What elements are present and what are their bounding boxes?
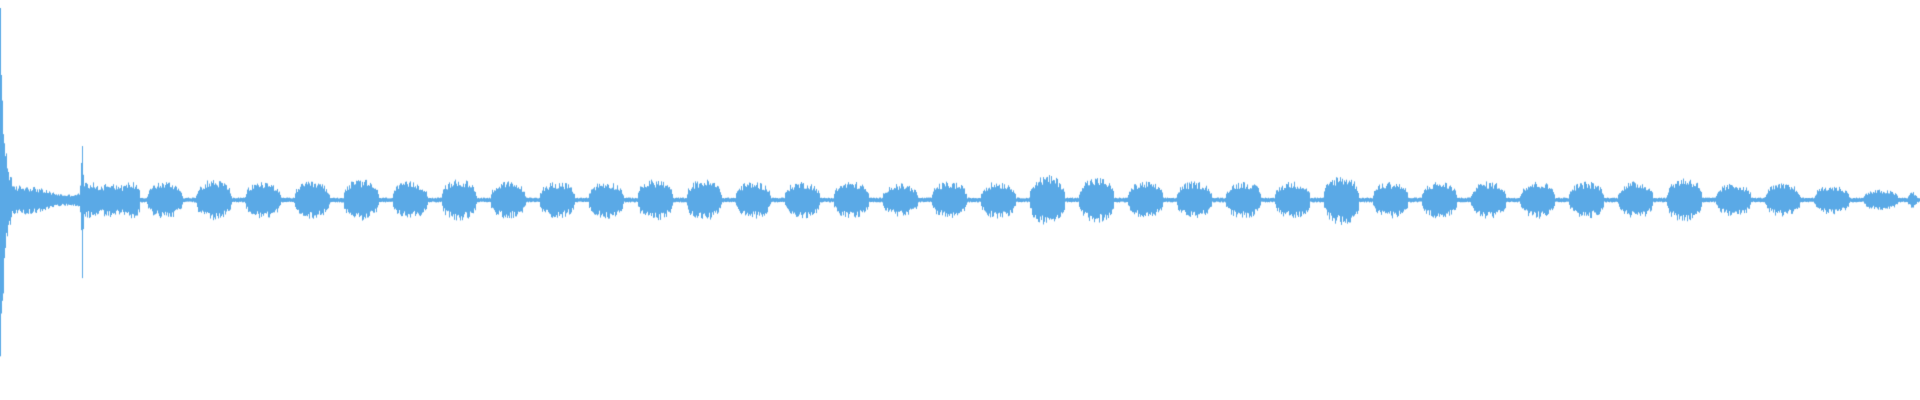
audio-waveform[interactable]	[0, 0, 1920, 400]
